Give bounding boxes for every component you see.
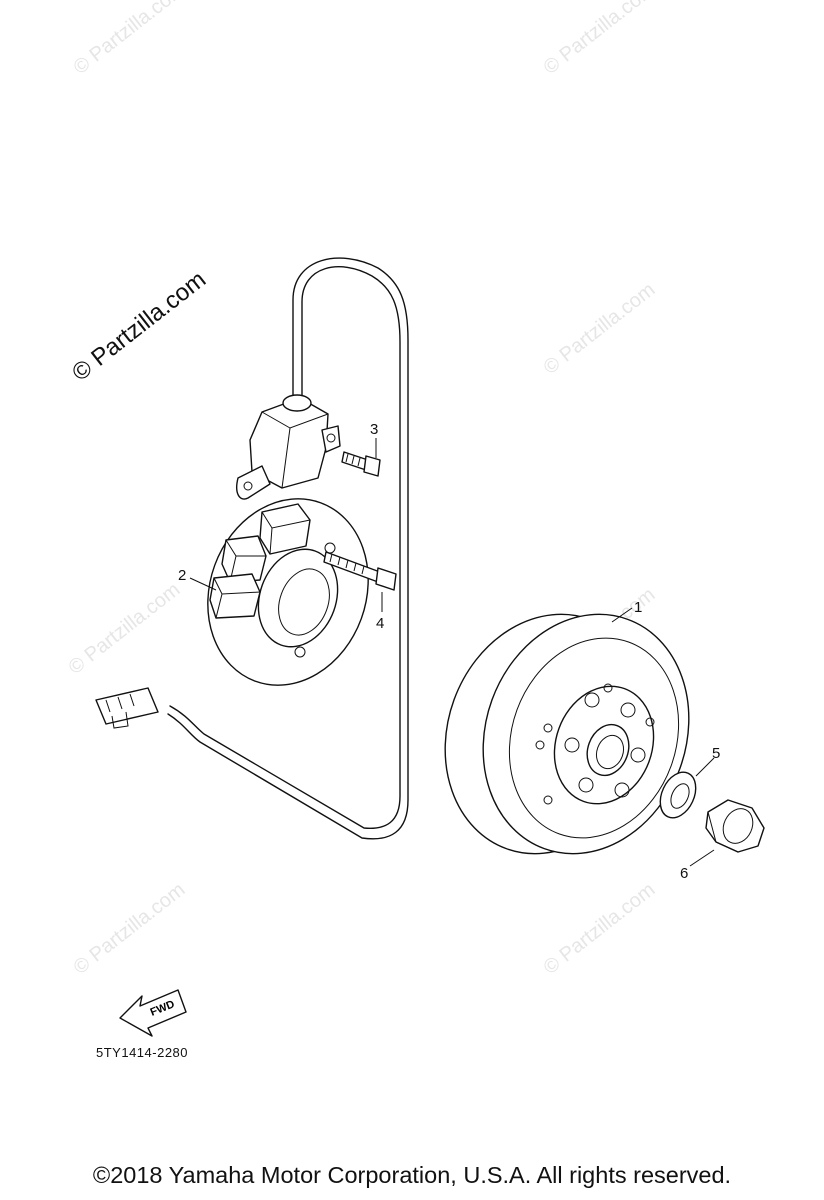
copyright-notice: ©2018 Yamaha Motor Corporation, U.S.A. A…	[92, 1162, 732, 1188]
connector	[95, 687, 159, 729]
watermark: © Partzilla.com	[540, 279, 660, 379]
callout-4: 4	[376, 615, 384, 632]
washer-5	[659, 771, 697, 819]
watermark: © Partzilla.com	[540, 0, 660, 79]
flywheel-rotor	[444, 613, 690, 855]
part-code: 5TY1414-2280	[96, 1045, 189, 1060]
bolt-3	[341, 451, 381, 477]
watermark: © Partzilla.com	[65, 579, 185, 679]
callout-5: 5	[712, 745, 720, 762]
callout-6: 6	[680, 865, 688, 882]
watermark: © Partzilla.com	[70, 0, 190, 79]
callout-leaders	[189, 438, 715, 867]
watermark: © Partzilla.com	[540, 879, 660, 979]
callout-3: 3	[370, 421, 378, 438]
bolt-4	[323, 551, 397, 591]
wire-harness-outer	[169, 266, 401, 829]
stator	[207, 498, 369, 686]
fwd-arrow: FWD	[119, 989, 187, 1037]
brand-watermark: © Partzilla.com	[67, 266, 211, 387]
nut-6	[705, 799, 765, 853]
pickup-coil	[236, 394, 341, 500]
callout-2: 2	[178, 567, 186, 584]
watermark: © Partzilla.com	[70, 879, 190, 979]
wire-harness	[167, 257, 409, 840]
callout-1: 1	[634, 599, 642, 616]
